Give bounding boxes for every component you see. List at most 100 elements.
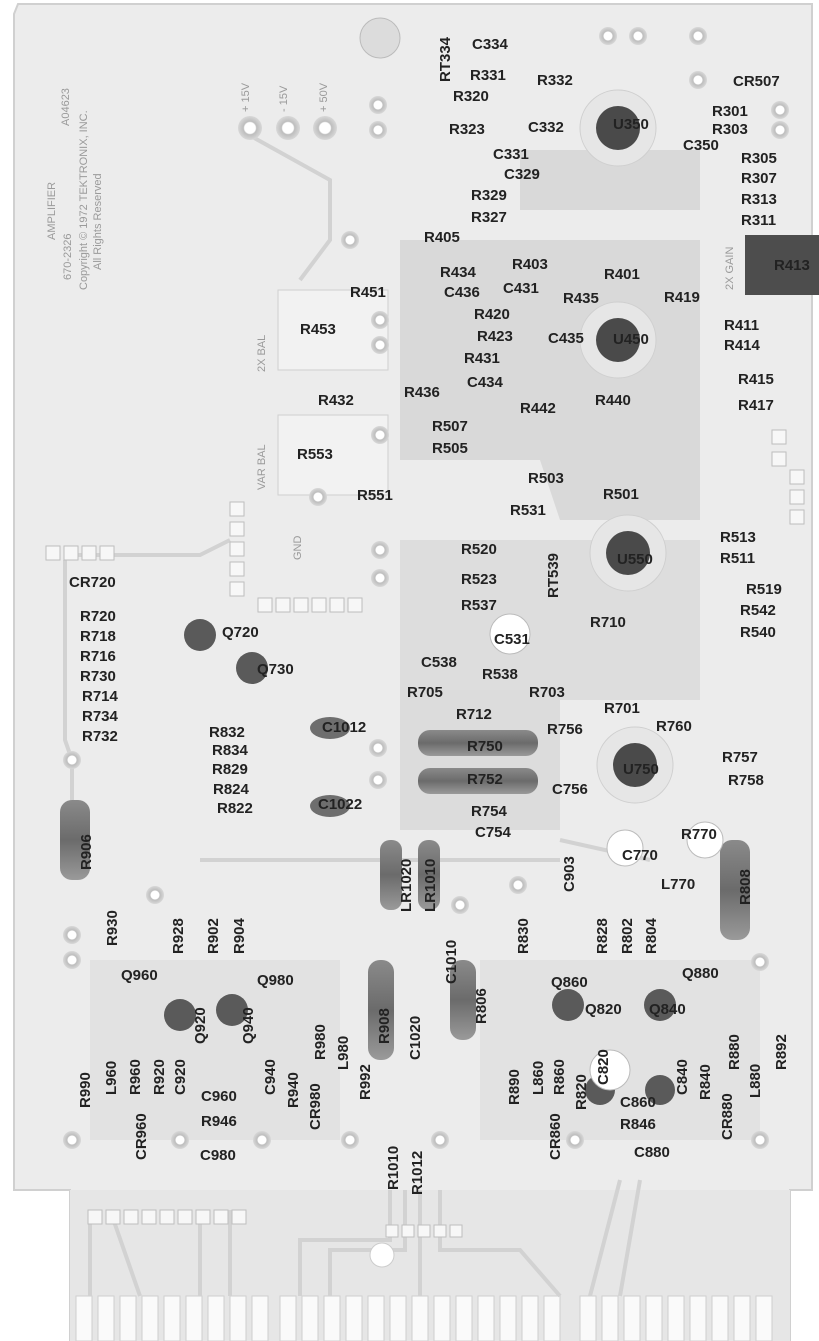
ref-r453: R453 [300, 321, 336, 338]
capacitors [310, 17, 724, 1091]
ref-c1012: C1012 [322, 719, 367, 736]
ref-c434: C434 [467, 374, 503, 391]
ref-r511: R511 [720, 550, 756, 567]
resistor-bodies [60, 730, 750, 1060]
ref-r451: R451 [350, 284, 386, 301]
ref-r537: R537 [461, 597, 497, 614]
ref-r757: R757 [722, 749, 758, 766]
ref-r305: R305 [741, 150, 777, 167]
ref-l880: L880 [747, 1063, 764, 1098]
ref-c940: C940 [262, 1059, 279, 1095]
ref-lr1010: LR1010 [422, 858, 439, 912]
ref-r718: R718 [80, 628, 116, 645]
ref-r442: R442 [520, 400, 556, 417]
ref-q960: Q960 [121, 967, 158, 984]
mounting-hole [369, 1242, 395, 1268]
ref-r311: R311 [741, 212, 777, 229]
ref-r423: R423 [477, 328, 513, 345]
ref-r432: R432 [318, 392, 354, 409]
ref-r908: R908 [376, 1008, 393, 1044]
ref-r313: R313 [741, 191, 777, 208]
ref-c538: C538 [421, 654, 457, 671]
ref-r804: R804 [643, 918, 660, 954]
ref-r413: R413 [774, 257, 810, 274]
ref-r940: R940 [285, 1072, 302, 1108]
ref-q980: Q980 [257, 972, 294, 989]
ref-c754: C754 [475, 824, 511, 841]
ref-r732: R732 [82, 728, 118, 745]
ref-r403: R403 [512, 256, 548, 273]
ref-r822: R822 [217, 800, 253, 817]
ref-cr507: CR507 [733, 73, 780, 90]
ref-c860: C860 [620, 1094, 656, 1111]
ref-r890: R890 [506, 1069, 523, 1105]
ref-r754: R754 [471, 803, 507, 820]
ref-r906: R906 [78, 834, 95, 870]
pot-2x-bal [277, 289, 389, 371]
ref-r1012: R1012 [409, 1150, 426, 1195]
ref-cr960: CR960 [133, 1113, 150, 1160]
silk-supply-minus2: + 50V [318, 82, 330, 112]
transistors [164, 619, 676, 1105]
ref-c329: C329 [504, 166, 540, 183]
ref-r327: R327 [471, 209, 507, 226]
silk-gnd: GND [292, 535, 304, 560]
ref-c1022: C1022 [318, 796, 363, 813]
ref-c431: C431 [503, 280, 539, 297]
ref-r513: R513 [720, 529, 756, 546]
ref-r834: R834 [212, 742, 248, 759]
ref-c880: C880 [634, 1144, 670, 1161]
edge-fingers [75, 1295, 773, 1341]
ref-r752: R752 [467, 771, 503, 788]
ref-q880: Q880 [682, 965, 719, 982]
ref-r808: R808 [737, 869, 754, 905]
ref-cr880: CR880 [719, 1093, 736, 1140]
ref-r705: R705 [407, 684, 443, 701]
ref-r730: R730 [80, 668, 116, 685]
ref-r750: R750 [467, 738, 503, 755]
pad-strips [45, 429, 805, 1238]
ref-r414: R414 [724, 337, 760, 354]
ref-l980: L980 [335, 1035, 352, 1070]
ref-r538: R538 [482, 666, 518, 683]
ref-r523: R523 [461, 571, 497, 588]
ref-c756: C756 [552, 781, 588, 798]
ref-r303: R303 [712, 121, 748, 138]
ref-r405: R405 [424, 229, 460, 246]
ref-r828: R828 [594, 918, 611, 954]
ref-u350: U350 [613, 116, 649, 133]
ref-l960: L960 [103, 1060, 120, 1095]
ref-c1020: C1020 [407, 1015, 424, 1060]
ref-r320: R320 [453, 88, 489, 105]
ref-r770: R770 [681, 826, 717, 843]
pot-var-bal [277, 414, 389, 496]
silk-supply-minus: - 15V [278, 85, 290, 112]
ref-r703: R703 [529, 684, 565, 701]
ref-c920: C920 [172, 1059, 189, 1095]
ref-r419: R419 [664, 289, 700, 306]
ref-r431: R431 [464, 350, 500, 367]
ref-r329: R329 [471, 187, 507, 204]
ref-r930: R930 [104, 910, 121, 946]
ref-q840: Q840 [649, 1001, 686, 1018]
ref-r846: R846 [620, 1116, 656, 1133]
ref-r503: R503 [528, 470, 564, 487]
ref-c820: C820 [595, 1049, 612, 1085]
ref-r720: R720 [80, 608, 116, 625]
ref-r710: R710 [590, 614, 626, 631]
ref-r434: R434 [440, 264, 476, 281]
ref-c980: C980 [200, 1147, 236, 1164]
ref-r902: R902 [205, 918, 222, 954]
silk-board-code: A04623 [60, 88, 72, 126]
ref-c903: C903 [561, 856, 578, 892]
ref-r415: R415 [738, 371, 774, 388]
ref-r802: R802 [619, 918, 636, 954]
ref-q730: Q730 [257, 661, 294, 678]
ref-l770: L770 [661, 876, 696, 893]
ref-r904: R904 [231, 918, 248, 954]
ref-cr720: CR720 [69, 574, 116, 591]
silk-title: AMPLIFIER [46, 181, 58, 240]
ref-c1010: C1010 [443, 939, 460, 984]
ref-q860: Q860 [551, 974, 588, 991]
